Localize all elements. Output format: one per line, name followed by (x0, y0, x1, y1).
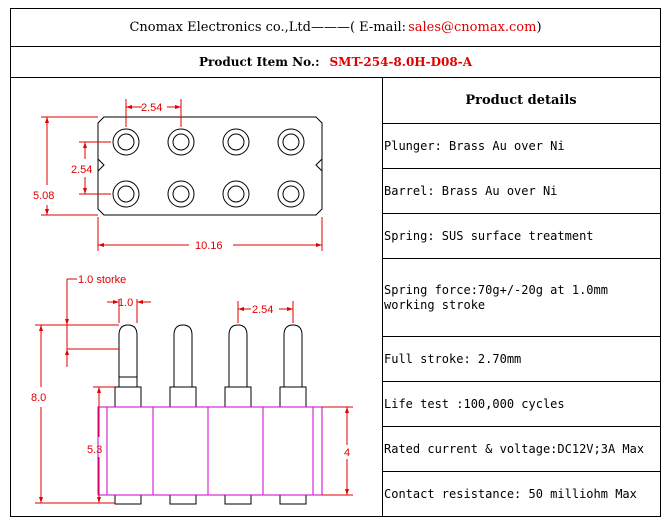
dim-row-pitch: 2.54 (71, 164, 92, 176)
spec-sheet: Cnomax Electronics co.,Ltd———( E-mail: s… (10, 8, 661, 517)
dimension-lines (35, 99, 353, 504)
detail-spring-force: Spring force:70g+/-20g at 1.0mm working … (382, 259, 660, 337)
detail-barrel: Barrel: Brass Au over Ni (382, 169, 660, 214)
dim-barrel: 5.3 (87, 444, 102, 456)
dimension-labels: 2.54 2.54 5.08 10.16 1.0 storke 1.0 2.54… (31, 102, 350, 459)
technical-drawing: 2.54 2.54 5.08 10.16 1.0 storke 1.0 2.54… (11, 77, 383, 516)
dim-length: 10.16 (195, 240, 223, 252)
detail-full-stroke: Full stroke: 2.70mm (382, 337, 660, 382)
detail-rated-current: Rated current & voltage:DC12V;3A Max (382, 427, 660, 472)
company-header: Cnomax Electronics co.,Ltd———( E-mail: s… (11, 9, 660, 47)
side-view-plungers (114, 324, 307, 408)
product-details: Product details Plunger: Brass Au over N… (382, 77, 660, 516)
side-view-tails (114, 494, 307, 505)
detail-plunger: Plunger: Brass Au over Ni (382, 124, 660, 169)
detail-spring: Spring: SUS surface treatment (382, 214, 660, 259)
dim-pitch-side: 2.54 (252, 304, 273, 316)
top-view-pins (112, 128, 305, 208)
dimension-arrows (39, 105, 349, 503)
product-item-row: Product Item No.: SMT-254-8.0H-D08-A (11, 46, 660, 78)
product-item-code: SMT-254-8.0H-D08-A (329, 54, 473, 69)
dim-width: 5.08 (33, 190, 54, 202)
detail-life-test: Life test :100,000 cycles (382, 382, 660, 427)
dim-body: 4 (344, 447, 350, 459)
dim-height: 8.0 (31, 392, 46, 404)
top-view-body (97, 116, 323, 216)
details-title: Product details (382, 77, 660, 124)
detail-contact-resistance: Contact resistance: 50 milliohm Max (384, 486, 637, 501)
header-close: ) (536, 20, 542, 35)
product-item-label: Product Item No.: (198, 54, 320, 69)
dim-stroke: 1.0 storke (78, 274, 126, 286)
drawing-canvas: 2.54 2.54 5.08 10.16 1.0 storke 1.0 2.54… (31, 99, 353, 505)
dim-plunger: 1.0 (118, 297, 133, 309)
dim-pitch-top: 2.54 (141, 102, 162, 114)
email-link[interactable]: sales@cnomax.com (408, 20, 537, 35)
company-name: Cnomax Electronics co.,Ltd———( E-mail: (129, 20, 407, 35)
insulator-body (97, 406, 323, 496)
